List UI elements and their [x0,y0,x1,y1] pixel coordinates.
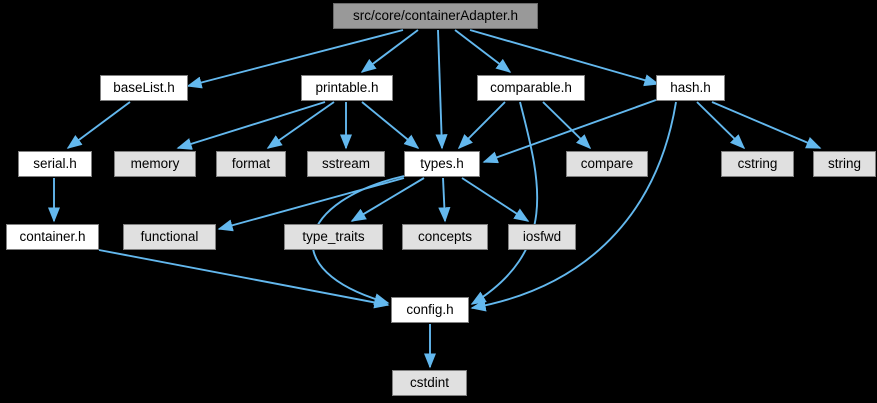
graph-node-label: baseList.h [113,80,175,96]
graph-node-label: container.h [19,229,86,245]
graph-node-functional[interactable]: functional [123,224,216,250]
graph-edge [435,29,448,150]
graph-node-label: config.h [406,302,454,318]
graph-edge [482,99,657,164]
graph-node-label: hash.h [670,80,711,96]
graph-edge [454,29,512,73]
graph-node-label: type_traits [302,229,365,245]
graph-node-serial[interactable]: serial.h [18,151,92,177]
graph-node-cstring[interactable]: cstring [721,151,794,177]
graph-node-printable[interactable]: printable.h [301,75,393,101]
graph-node-label: format [231,156,271,172]
graph-node-label: cstring [737,156,778,172]
graph-node-label: serial.h [33,156,77,172]
graph-node-label: string [827,156,861,172]
graph-node-config[interactable]: config.h [391,297,469,323]
graph-node-hash[interactable]: hash.h [656,75,725,101]
graph-edge [696,101,746,150]
graph-node-iosfwd[interactable]: iosfwd [508,224,576,250]
graph-edge [350,177,425,222]
graph-node-label: types.h [420,156,464,172]
graph-edge [438,177,451,223]
graph-edge [98,249,390,309]
graph-node-label: comparable.h [490,80,572,96]
graph-node-concepts[interactable]: concepts [402,224,488,250]
graph-node-format[interactable]: format [216,151,286,177]
graph-node-types[interactable]: types.h [404,151,480,177]
graph-node-label: concepts [417,229,473,245]
graph-node-comparable[interactable]: comparable.h [477,75,585,101]
graph-node-label: iosfwd [522,229,562,245]
graph-node-label: functional [140,229,199,245]
graph-node-label: compare [580,156,634,172]
graph-node-label: sstream [321,156,370,172]
graph-edge [186,29,404,89]
graph-node-string[interactable]: string [813,151,876,177]
graph-edge [470,101,677,312]
graph-edge [266,101,335,149]
graph-node-baseList[interactable]: baseList.h [100,75,188,101]
graph-edge [470,101,539,305]
graph-node-container[interactable]: container.h [6,224,99,250]
graph-node-sstream[interactable]: sstream [307,151,385,177]
graph-node-label: cstdint [409,375,450,391]
graph-node-compare[interactable]: compare [566,151,648,177]
graph-edge [360,29,419,73]
graph-node-label: src/core/containerAdapter.h [352,8,519,24]
graph-edge [176,101,326,150]
graph-edge [542,101,592,150]
graph-node-label: printable.h [315,80,379,96]
graph-edge [217,177,405,232]
graph-edge [711,101,822,149]
graph-node-cstdint[interactable]: cstdint [392,370,467,396]
graph-edge [461,177,530,222]
graph-node-label: memory [130,156,180,172]
graph-edge [469,29,660,87]
graph-edge [66,101,131,149]
graph-edge [361,101,420,149]
graph-node-root[interactable]: src/core/containerAdapter.h [333,3,538,29]
graph-node-memory[interactable]: memory [114,151,196,177]
graph-node-type_traits[interactable]: type_traits [284,224,383,250]
graph-edge [457,101,506,150]
